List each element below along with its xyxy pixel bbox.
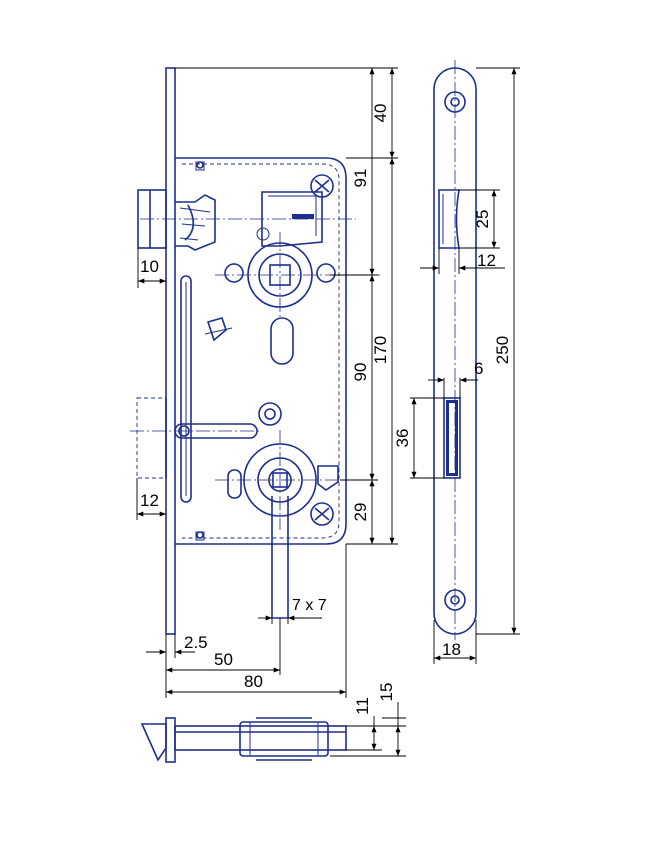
dim-29: 29 [351,503,370,522]
dim-15: 15 [377,683,396,702]
dim-90: 90 [351,363,370,382]
vertical-dimensions-left: 40 91 170 90 29 [175,67,398,545]
front-view [130,67,380,635]
dim-12-latch: 12 [477,251,496,270]
dim-36: 36 [393,429,412,448]
dim-10: 10 [140,257,159,276]
dim-6: 6 [474,359,483,378]
latch-opening [438,189,460,249]
dim-12-deadbolt: 12 [140,491,159,510]
dim-7x7: 7 x 7 [292,597,327,614]
faceplate-view [433,60,477,640]
latch-bolt [137,189,216,251]
rack-bar [180,275,192,503]
faceplate [165,67,176,635]
dim-170: 170 [371,336,390,364]
center-slot [270,317,294,365]
lock-case [175,157,347,545]
dim-11: 11 [353,697,372,715]
upper-mechanism [195,161,334,247]
bolt-opening [443,397,461,479]
dim-40: 40 [371,104,390,123]
spring-pin [258,402,282,426]
dim-80: 80 [244,672,263,691]
dim-25: 25 [473,210,492,229]
dead-bolt [136,397,258,479]
case-inner-edge [182,163,340,539]
dim-18: 18 [442,640,461,659]
faceplate-dimensions: 25 12 6 36 250 18 [393,67,520,664]
dim-91: 91 [351,169,370,188]
dim-2-5: 2.5 [184,633,208,652]
top-view [140,717,347,763]
lower-follower [195,443,339,541]
small-lever [204,317,233,342]
dim-50: 50 [214,650,233,669]
top-view-dimensions: 11 15 [330,683,406,757]
latch-wedge [140,723,167,762]
dim-250: 250 [493,336,512,364]
horizontal-dimensions-front: 10 12 7 x 7 2.5 50 80 [136,248,347,698]
